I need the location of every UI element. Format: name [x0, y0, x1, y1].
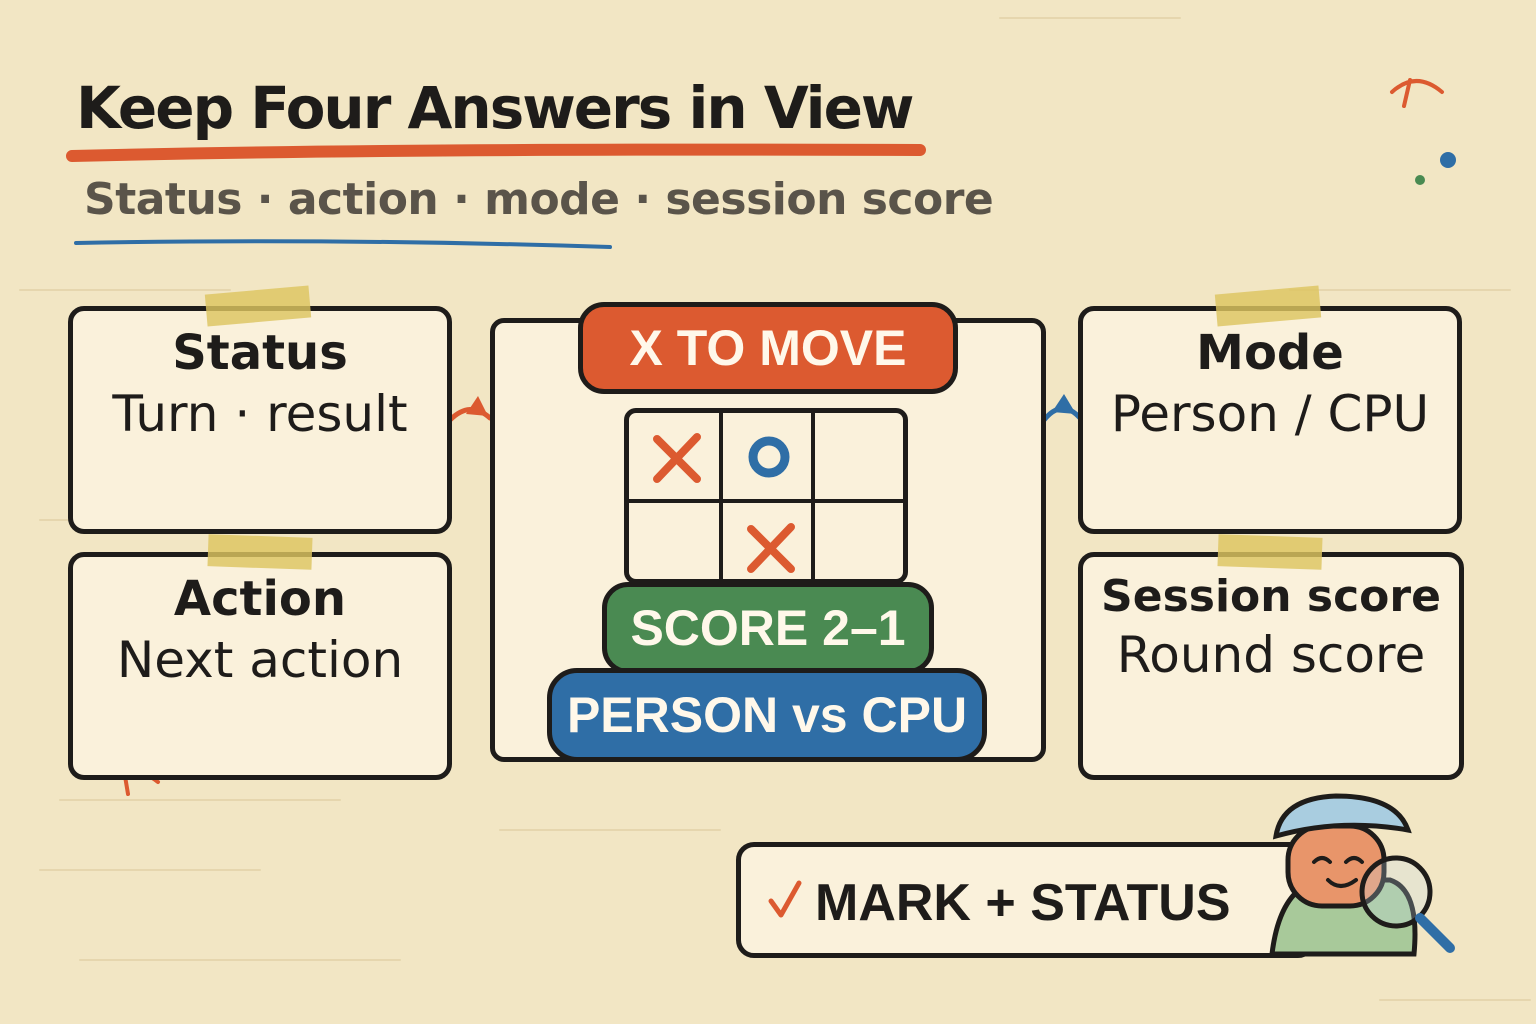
status-card-title: Status [172, 325, 348, 381]
doodle-dot-green [1415, 175, 1425, 185]
x-mark-icon [747, 523, 795, 573]
action-card: Action Next action [68, 552, 452, 780]
mode-card-value: Person / CPU [1110, 385, 1430, 443]
connector-status-arrow [466, 396, 488, 416]
page-subtitle: Status · action · mode · session score [84, 174, 994, 225]
mode-card-title: Mode [1196, 325, 1344, 381]
tic-tac-toe-board [624, 408, 908, 584]
title-underline [66, 143, 926, 162]
doodle-dot-blue [1440, 152, 1456, 168]
check-icon [768, 880, 802, 918]
mark-status-label: MARK + STATUS [815, 874, 1231, 932]
subtitle-underline [74, 239, 612, 249]
action-card-value: Next action [116, 631, 404, 689]
o-mark-icon [748, 436, 790, 478]
session-score-card: Session score Round score [1078, 552, 1464, 780]
page-title: Keep Four Answers in View [76, 74, 914, 142]
action-card-title: Action [173, 571, 347, 627]
doodle-arc-top-right [1390, 78, 1444, 108]
mark-status-bar: MARK + STATUS [736, 842, 1316, 958]
board-cell-5[interactable] [721, 501, 813, 579]
session-score-card-value: Round score [1116, 626, 1426, 684]
board-cell-2[interactable] [721, 413, 813, 505]
board-grid [629, 413, 903, 579]
x-mark-icon [653, 433, 701, 483]
turn-banner: X TO MOVE [578, 302, 958, 394]
session-score-card-title: Session score [1101, 571, 1441, 622]
status-card: Status Turn · result [68, 306, 452, 534]
mode-banner: PERSON vs CPU [547, 668, 987, 762]
status-card-value: Turn · result [112, 385, 408, 443]
board-cell-1[interactable] [629, 413, 721, 505]
connector-mode-arrow [1052, 394, 1076, 414]
